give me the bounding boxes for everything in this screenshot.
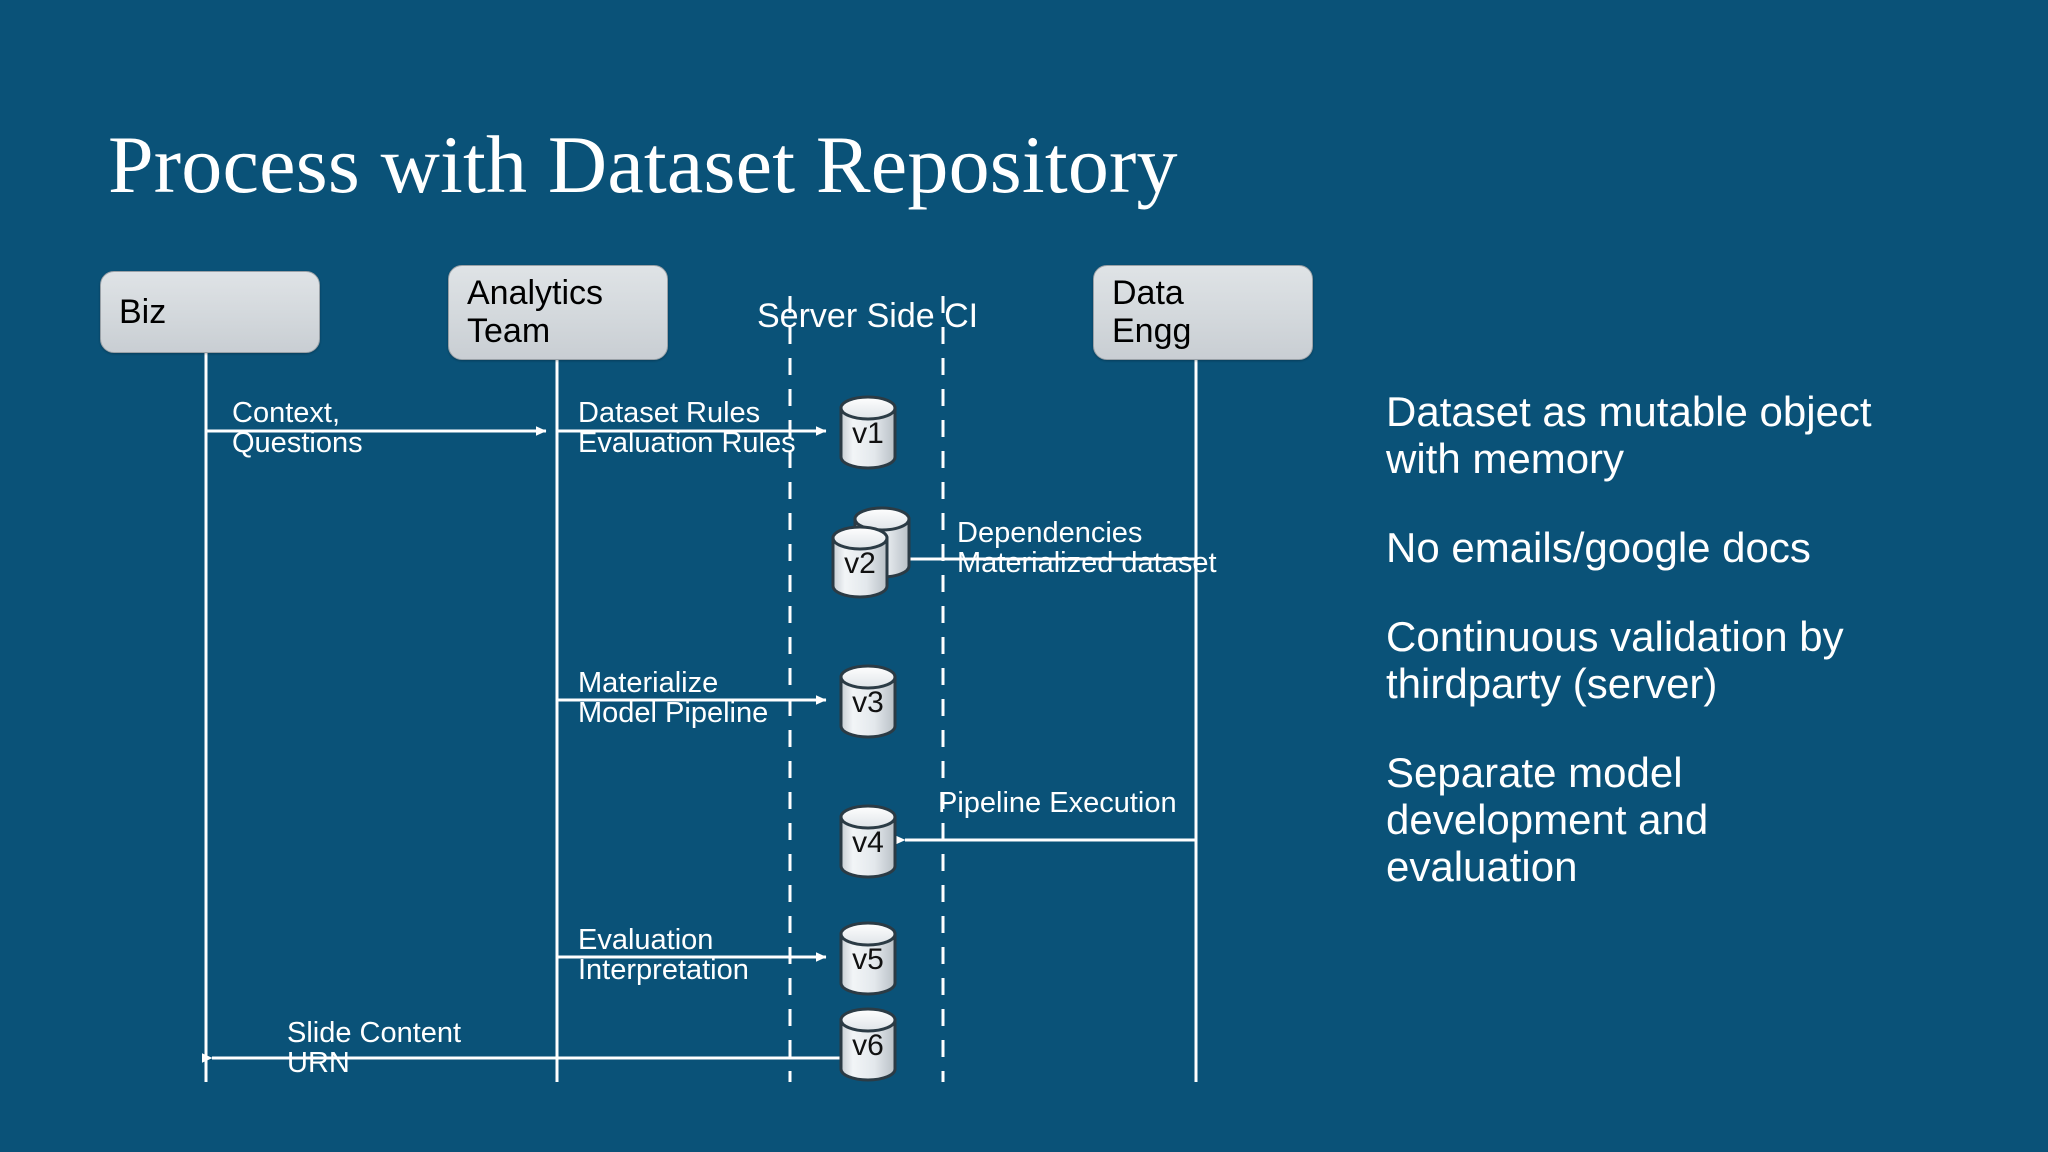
- actor-label-analytics-team-line1: Analytics: [467, 274, 604, 312]
- dataset-v6-shape: [839, 1007, 897, 1082]
- bullet-no-emails: No emails/google docs: [1386, 524, 1811, 572]
- key-points-list: Dataset as mutable object with memory No…: [1386, 388, 2026, 890]
- message-label-materialize: Materialize Model Pipeline: [578, 668, 768, 729]
- message-label-slide-content-urn-line1: Slide Content: [287, 1017, 462, 1049]
- actor-label-server-side-ci-text: Server Side CI: [757, 297, 979, 335]
- message-label-slide-content-urn: Slide Content URN: [287, 1018, 461, 1079]
- message-label-dependencies-line1: Dependencies: [957, 517, 1143, 549]
- message-label-evaluation-line2: Interpretation: [578, 954, 749, 987]
- message-label-slide-content-urn-line2: URN: [287, 1047, 350, 1080]
- message-label-context-questions-line1: Context,: [232, 397, 340, 429]
- message-label-pipeline-execution: Pipeline Execution: [938, 788, 1177, 818]
- message-label-dataset-rules-line1: Dataset Rules: [578, 397, 761, 429]
- dataset-v6-label: v6: [852, 1029, 884, 1062]
- dataset-v5-shape: [839, 921, 897, 996]
- dataset-v4-shape: [839, 804, 897, 879]
- dataset-v2-label: v2: [844, 547, 876, 580]
- dataset-v5-label: v5: [852, 943, 884, 976]
- actor-box-analytics-team[interactable]: Analytics Team: [448, 265, 668, 360]
- actor-label-analytics-team-line2: Team: [467, 312, 551, 351]
- dataset-v3-label: v3: [852, 686, 884, 719]
- actor-box-biz[interactable]: Biz: [100, 271, 320, 353]
- dataset-v4-label: v4: [852, 826, 884, 859]
- message-label-context-questions: Context, Questions: [232, 398, 363, 459]
- actor-label-biz: Biz: [119, 292, 167, 331]
- message-label-dataset-rules-line2: Evaluation Rules: [578, 427, 796, 460]
- message-label-materialize-line2: Model Pipeline: [578, 697, 769, 730]
- message-label-dependencies-line2: Materialized dataset: [957, 547, 1217, 580]
- page-title: Process with Dataset Repository: [108, 119, 1178, 210]
- message-label-pipeline-execution-line1: Pipeline Execution: [938, 787, 1177, 819]
- actor-label-data-engg-line1: Data: [1112, 274, 1184, 312]
- message-label-context-questions-line2: Questions: [232, 427, 363, 460]
- bullet-mutable-object: Dataset as mutable object with memory: [1386, 388, 1872, 483]
- bullet-separate-model: Separate model development and evaluatio…: [1386, 749, 1709, 891]
- bullet-continuous-validation: Continuous validation by thirdparty (ser…: [1386, 613, 1844, 708]
- message-label-materialize-line1: Materialize: [578, 667, 719, 699]
- message-label-evaluation: Evaluation Interpretation: [578, 925, 749, 986]
- actor-box-data-engg[interactable]: Data Engg: [1093, 265, 1313, 360]
- dataset-v2-shape: [831, 506, 911, 599]
- actor-label-server-side-ci: Server Side CI: [757, 297, 978, 335]
- dataset-v3-shape: [839, 664, 897, 739]
- message-label-evaluation-line1: Evaluation: [578, 924, 714, 956]
- dataset-v1-label: v1: [852, 417, 884, 450]
- message-label-dependencies: Dependencies Materialized dataset: [957, 518, 1217, 579]
- message-label-dataset-rules: Dataset Rules Evaluation Rules: [578, 398, 796, 459]
- dataset-v1-shape: [839, 395, 897, 470]
- actor-label-data-engg-line2: Engg: [1112, 312, 1192, 351]
